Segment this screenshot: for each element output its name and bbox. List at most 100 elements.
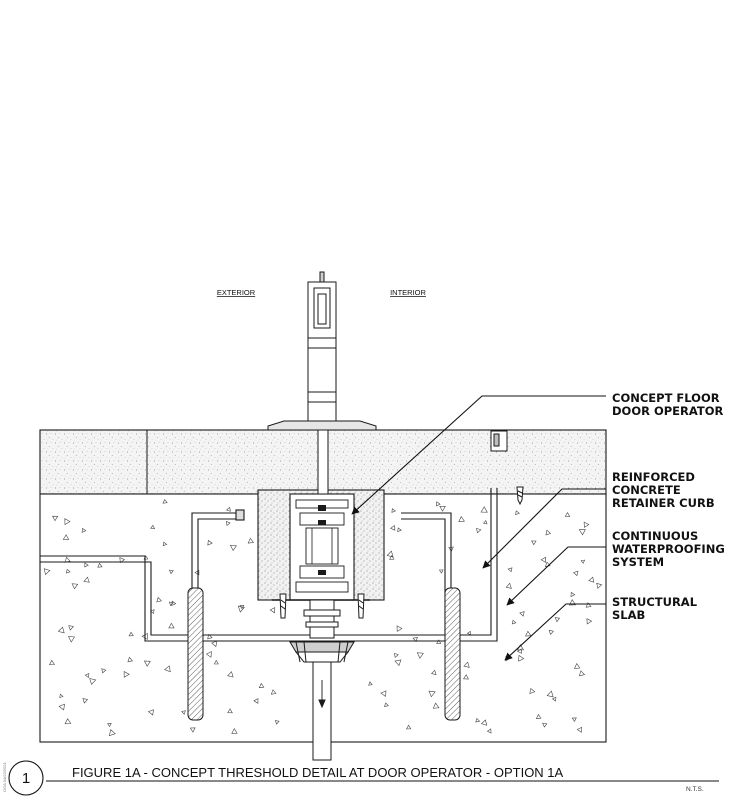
aggregate-mark <box>84 562 89 568</box>
aggregate-mark <box>205 651 212 658</box>
aggregate-mark <box>463 661 470 668</box>
aggregate-mark <box>548 629 554 635</box>
aggregate-mark <box>84 673 90 679</box>
aggregate-mark <box>227 671 234 678</box>
aggregate-mark <box>397 527 402 533</box>
aggregate-mark <box>123 670 130 678</box>
anchor-bolts <box>279 593 365 619</box>
callout-waterproofing-line-1: CONTINUOUS <box>612 529 698 543</box>
aggregate-mark <box>380 690 387 697</box>
aggregate-mark <box>466 630 471 636</box>
callout-slab-line-1: STRUCTURAL <box>612 595 698 609</box>
aggregate-mark <box>127 656 133 663</box>
aggregate-mark <box>66 568 71 574</box>
aggregate-mark <box>389 524 396 531</box>
aggregate-mark <box>164 665 171 673</box>
aggregate-mark <box>211 640 218 648</box>
aggregate-mark <box>368 681 373 686</box>
aggregate-mark <box>150 524 155 530</box>
aggregate-mark <box>516 648 523 654</box>
aggregate-mark <box>128 631 134 637</box>
aggregate-mark <box>573 570 579 577</box>
detail-number-bubble <box>8 760 44 796</box>
aggregate-mark <box>480 719 488 726</box>
aggregate-mark <box>149 609 155 615</box>
aggregate-mark <box>83 576 90 583</box>
aggregate-mark <box>269 607 276 614</box>
waterproofing-membrane <box>40 488 498 642</box>
aggregate-mark <box>43 568 51 576</box>
aggregate-mark <box>475 717 481 723</box>
aggregate-mark <box>431 669 437 676</box>
aggregate-mark <box>436 639 442 644</box>
aggregate-mark <box>108 729 116 737</box>
aggregate-mark <box>64 518 71 526</box>
callout-curb-line-3: RETAINER CURB <box>612 496 715 510</box>
aggregate-mark <box>162 498 168 504</box>
figure-caption: FIGURE 1A - CONCEPT THRESHOLD DETAIL AT … <box>72 765 564 780</box>
aggregate-mark <box>239 605 245 610</box>
threshold-plate <box>267 420 377 431</box>
aggregate-mark <box>89 678 97 685</box>
drain-pipe <box>312 661 332 761</box>
aggregate-mark <box>229 544 237 552</box>
aggregate-mark <box>107 722 112 728</box>
aggregate-mark <box>391 508 397 513</box>
aggregate-mark <box>546 690 554 698</box>
aggregate-mark <box>525 630 532 637</box>
callout-curb: REINFORCED CONCRETE RETAINER CURB <box>612 470 715 510</box>
aggregate-mark <box>162 541 168 547</box>
exterior-label: EXTERIOR <box>217 288 256 297</box>
aggregate-mark <box>226 521 231 527</box>
aggregate-mark <box>515 510 520 516</box>
aggregate-mark <box>237 605 245 613</box>
aggregate-mark <box>535 713 542 719</box>
aggregate-mark <box>580 559 586 564</box>
aggregate-mark <box>64 718 72 725</box>
leader-curb <box>482 488 606 569</box>
callout-waterproofing: CONTINUOUS WATERPROOFING SYSTEM <box>612 529 725 569</box>
dowel-right <box>444 587 461 721</box>
pivot-spindle <box>317 429 329 495</box>
aggregate-mark <box>568 599 577 606</box>
aggregate-mark <box>213 659 219 665</box>
aggregate-mark <box>596 582 603 589</box>
aggregate-mark <box>531 540 537 546</box>
aggregate-mark <box>231 727 238 734</box>
aggregate-mark <box>52 515 59 522</box>
dowel-left <box>187 587 204 721</box>
aggregate-mark <box>505 582 512 589</box>
aggregate-mark <box>540 556 546 563</box>
aggregate-mark <box>207 539 213 546</box>
aggregate-mark <box>171 600 177 606</box>
callout-curb-line-1: REINFORCED <box>612 470 695 484</box>
aggregate-mark <box>270 689 277 695</box>
scale-note: N.T.S. <box>686 786 704 793</box>
leader-slab <box>504 603 606 661</box>
aggregate-mark <box>97 562 103 568</box>
aggregate-mark <box>393 652 399 658</box>
aggregate-mark <box>207 633 213 640</box>
aggregate-mark <box>394 659 402 667</box>
aggregate-mark <box>578 529 586 536</box>
aggregate-mark <box>62 534 70 540</box>
aggregate-mark <box>412 637 418 643</box>
leader-lines <box>351 395 606 661</box>
aggregate-mark <box>416 652 424 659</box>
aggregate-mark <box>48 659 55 666</box>
aggregate-mark <box>585 602 592 608</box>
drain-assembly <box>289 599 355 761</box>
aggregate-mark <box>438 569 444 574</box>
aggregate-mark <box>386 550 394 558</box>
aggregate-mark <box>529 687 536 694</box>
aggregate-mark <box>405 724 412 730</box>
title-block: 1 FIGURE 1A - CONCEPT THRESHOLD DETAIL A… <box>2 760 719 796</box>
aggregate-mark <box>458 516 465 523</box>
leader-operator <box>351 395 606 515</box>
aggregate-mark <box>194 569 200 576</box>
callout-slab: STRUCTURAL SLAB <box>612 595 698 622</box>
aggregate-mark <box>542 722 548 728</box>
aggregate-mark <box>578 670 586 677</box>
door-assembly <box>267 271 377 495</box>
aggregate-mark <box>169 601 174 607</box>
